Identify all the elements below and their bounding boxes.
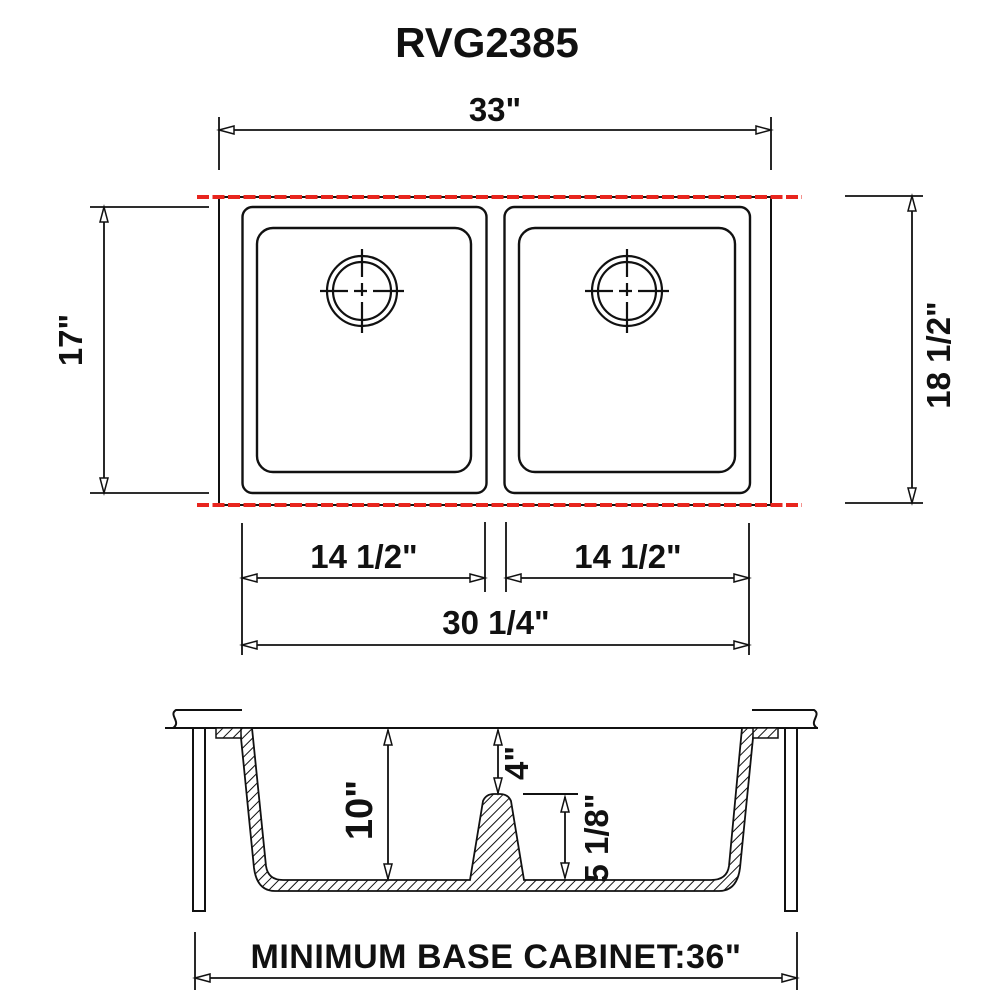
left-rim-tab [215,727,242,739]
label-overall-width: 33" [469,91,521,128]
top-view: 33" 17" [52,91,957,655]
cabinet-left-side [192,727,206,912]
arrowhead-right-icon [469,573,488,583]
arrowhead-left-icon [239,640,258,650]
arrowhead-right-icon [755,125,774,135]
arrowhead-left-icon [503,573,522,583]
left-bowl-opening [241,205,488,495]
right-rim-tab [752,727,779,739]
arrowhead-down-icon [493,777,503,796]
dim-left-depth-17 [90,206,209,494]
arrowhead-up-icon [99,204,109,223]
label-bowls-total-width: 30 1/4" [442,604,549,641]
arrowhead-down-icon [907,487,917,506]
left-drain [320,249,404,333]
countertop-left-block [172,709,242,729]
arrowhead-right-icon [733,640,752,650]
dim-bowl-widths [241,522,750,655]
arrowhead-up-icon [383,727,393,746]
arrowhead-up-icon [493,727,503,746]
dim-base-cabinet [194,932,798,990]
label-bowl-depth: 10" [339,780,381,840]
right-bowl-floor [517,226,737,474]
countertop-right-block [752,709,818,729]
label-right-bowl-width: 14 1/2" [574,538,681,575]
cabinet-right-side [784,727,798,912]
right-drain [585,249,669,333]
arrowhead-down-icon [560,862,570,881]
section-view: 10" 4" 5 1/8" MINIMUM BASE CABINET:36" [165,709,818,990]
arrowhead-right-icon [781,973,800,983]
label-divider-reveal: 4" [498,746,535,780]
label-base-cabinet: MINIMUM BASE CABINET:36" [251,938,742,976]
label-overall-depth: 18 1/2" [920,301,957,408]
arrowhead-left-icon [216,125,235,135]
sink-cross-section-body [239,727,755,892]
left-bowl-floor [255,226,473,474]
dim-overall-width-33 [218,117,772,170]
label-left-depth: 17" [52,314,89,366]
label-left-bowl-width: 14 1/2" [310,538,417,575]
right-bowl-opening [503,205,752,495]
model-number-title: RVG2385 [395,19,579,66]
dim-overall-depth-18-5 [845,195,923,504]
arrowhead-up-icon [907,193,917,212]
arrowhead-left-icon [239,573,258,583]
label-divider-depth: 5 1/8" [578,793,615,882]
arrowhead-down-icon [383,863,393,882]
arrowhead-up-icon [560,794,570,813]
sink-flange-outline [218,196,772,506]
arrowhead-right-icon [733,573,752,583]
arrowhead-down-icon [99,477,109,496]
arrowhead-left-icon [192,973,211,983]
